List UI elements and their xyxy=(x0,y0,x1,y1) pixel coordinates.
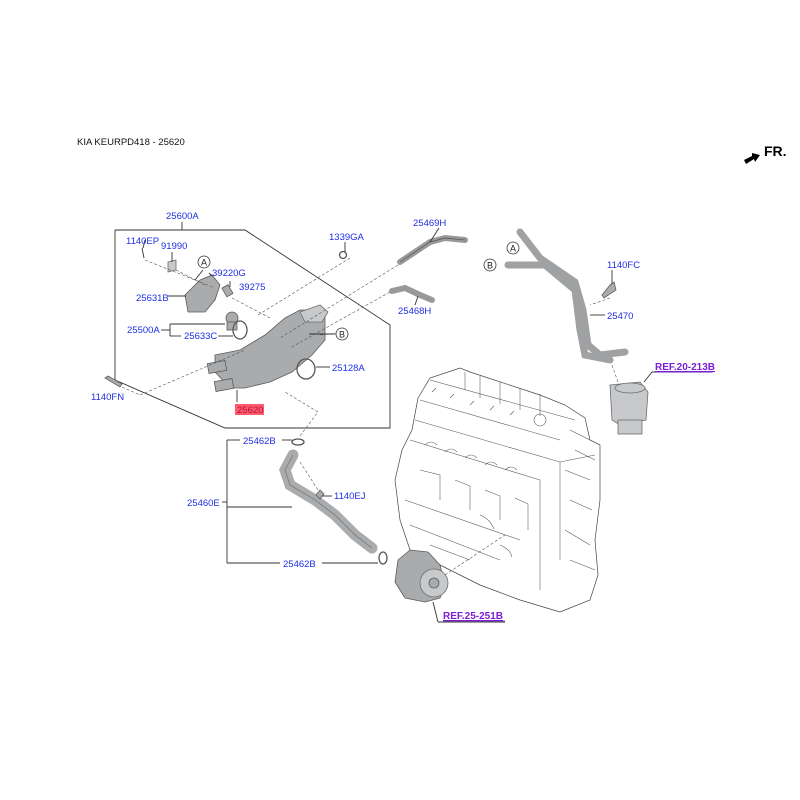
part-label-39275[interactable]: 39275 xyxy=(239,282,265,293)
bolt-1140EJ xyxy=(315,489,325,500)
ref-link-20-213B[interactable]: REF.20-213B xyxy=(655,362,715,373)
solid-leaders xyxy=(142,227,712,623)
callout-B-left: B xyxy=(335,327,349,341)
part-label-25633C[interactable]: 25633C xyxy=(184,331,217,342)
engine-block xyxy=(394,367,601,613)
part-label-25600A[interactable]: 25600A xyxy=(166,211,199,222)
part-label-1339GA[interactable]: 1339GA xyxy=(329,232,365,243)
part-label-25468H[interactable]: 25468H xyxy=(398,306,431,317)
bolt-1140FN xyxy=(104,375,123,388)
svg-text:A: A xyxy=(510,244,516,254)
water-pump xyxy=(394,549,449,603)
dashed-leaders xyxy=(121,257,619,576)
callout-A-left: A xyxy=(197,255,211,269)
part-label-25469H[interactable]: 25469H xyxy=(413,218,446,229)
pipe-25470-b xyxy=(504,261,614,364)
part-label-1140FC[interactable]: 1140FC xyxy=(607,260,640,271)
part-label-25128A[interactable]: 25128A xyxy=(332,363,365,374)
water-pipe-outline xyxy=(284,454,373,549)
ref-link-25-251B[interactable]: REF.25-251B xyxy=(443,611,503,622)
part-label-25462B-bottom[interactable]: 25462B xyxy=(283,559,316,570)
oring-25462B-bottom xyxy=(378,551,388,565)
svg-text:B: B xyxy=(339,330,345,340)
part-label-1140EP[interactable]: 1140EP xyxy=(126,236,159,247)
callout-A-right: A xyxy=(506,241,520,255)
part-label-1140EJ[interactable]: 1140EJ xyxy=(334,491,366,502)
nut-1339GA xyxy=(338,250,348,260)
oring-25462B-top xyxy=(291,438,305,446)
gasket-25633C xyxy=(232,320,248,340)
highlight-box xyxy=(235,404,264,415)
part-label-25631B[interactable]: 25631B xyxy=(136,293,169,304)
hose-25469H-outline xyxy=(399,237,466,263)
temp-sensor xyxy=(221,284,234,298)
part-label-25500A[interactable]: 25500A xyxy=(127,325,160,336)
diagram-title: KIA KEURPD418 - 25620 xyxy=(77,137,185,148)
part-label-25620[interactable]: 25620 xyxy=(237,405,263,416)
callout-B-right: B xyxy=(483,258,497,272)
bolt-1140EP xyxy=(141,247,145,259)
part-label-25460E[interactable]: 25460E xyxy=(187,498,220,509)
front-arrow-icon xyxy=(744,153,760,164)
svg-text:A: A xyxy=(201,258,207,268)
hose-25468H xyxy=(389,284,435,303)
part-label-91990[interactable]: 91990 xyxy=(161,241,187,252)
bolt-1140FC xyxy=(601,281,617,299)
svg-text:B: B xyxy=(487,261,493,271)
gasket-25128A xyxy=(296,358,316,380)
thermostat-body xyxy=(226,321,238,331)
part-label-39220G[interactable]: 39220G xyxy=(212,268,246,279)
oil-cooler xyxy=(609,381,649,435)
part-label-1140FN[interactable]: 1140FN xyxy=(91,392,124,403)
part-label-25470[interactable]: 25470 xyxy=(607,311,633,322)
thermostat-cover xyxy=(184,274,221,313)
front-label: FR. xyxy=(764,143,787,159)
thermostat-housing xyxy=(206,304,329,402)
part-label-25462B-top[interactable]: 25462B xyxy=(243,436,276,447)
selected-part-highlight[interactable]: 25620 xyxy=(235,404,264,416)
